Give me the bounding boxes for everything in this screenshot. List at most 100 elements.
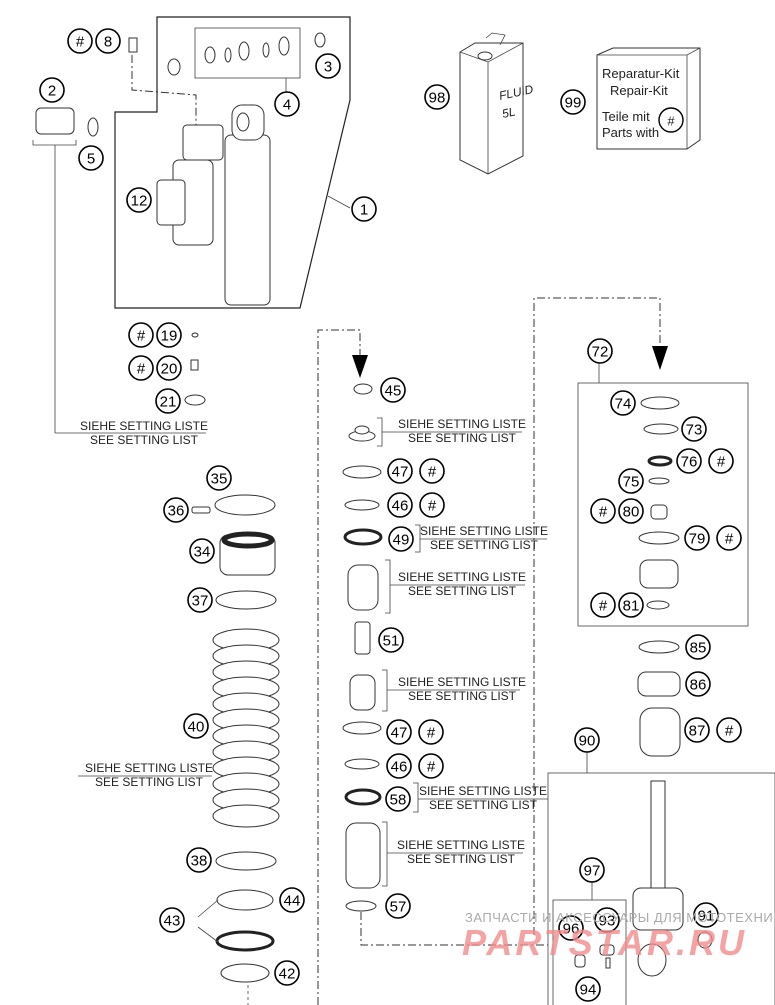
assembly-72-frame xyxy=(577,382,749,627)
leader-1 xyxy=(327,195,351,209)
callout-99: 99 xyxy=(560,89,586,115)
center-column-parts xyxy=(342,383,383,912)
fluid-volume: 5L xyxy=(501,104,517,120)
callout-81: 81 xyxy=(618,592,644,618)
callout-73: 73 xyxy=(681,416,707,442)
arrow-down-right xyxy=(652,346,668,370)
setting-note-en: SEE SETTING LIST xyxy=(95,775,204,789)
svg-text:57: 57 xyxy=(390,899,407,916)
callout-43: 43 xyxy=(159,907,185,933)
svg-text:#: # xyxy=(428,464,437,481)
callout-58: 58 xyxy=(385,786,411,812)
callout-72: 72 xyxy=(587,338,613,364)
leader-43b xyxy=(197,926,219,943)
spring-coil xyxy=(212,804,280,828)
svg-text:36: 36 xyxy=(168,503,185,520)
callout-4: 4 xyxy=(274,91,300,117)
setting-note-en: SEE SETTING LIST xyxy=(430,538,539,552)
callout-40: 40 xyxy=(183,713,209,739)
callout-47b: 47 xyxy=(386,719,412,745)
dash-57 xyxy=(360,912,548,946)
setting-note-en: SEE SETTING LIST xyxy=(407,852,516,866)
svg-text:51: 51 xyxy=(383,633,400,650)
hash-callout-76: # xyxy=(708,448,734,474)
callout-8: 8 xyxy=(95,28,121,54)
callout-85: 85 xyxy=(685,634,711,660)
callout-20: 20 xyxy=(156,355,182,381)
svg-text:21: 21 xyxy=(160,394,177,411)
piston-rod xyxy=(632,780,713,977)
valve-parts xyxy=(574,944,615,969)
callout-47a: 47 xyxy=(387,458,413,484)
callout-38: 38 xyxy=(186,847,212,873)
leader-43a xyxy=(197,899,219,918)
svg-text:2: 2 xyxy=(48,83,56,100)
callout-36: 36 xyxy=(163,497,189,523)
watermark-text: ЗАПЧАСТИ И АКСЕССУАРЫ ДЛЯ МОТОТЕХНИКИ xyxy=(465,910,775,925)
callout-1: 1 xyxy=(351,196,377,222)
hash-callout-87: # xyxy=(716,717,742,743)
svg-text:93: 93 xyxy=(599,913,616,930)
svg-text:49: 49 xyxy=(393,532,410,549)
svg-text:47: 47 xyxy=(391,725,408,742)
callout-76: 76 xyxy=(676,448,702,474)
repair-kit-box: Reparatur-Kit Repair-Kit Teile mit Parts… xyxy=(596,47,701,150)
setting-note-de: SIEHE SETTING LISTE xyxy=(420,524,548,538)
setting-note-en: SEE SETTING LIST xyxy=(408,584,517,598)
svg-text:4: 4 xyxy=(283,97,291,114)
part-19 xyxy=(191,332,199,338)
callout-45: 45 xyxy=(380,377,406,403)
svg-text:35: 35 xyxy=(211,471,228,488)
callout-80: 80 xyxy=(618,498,644,524)
callout-90: 90 xyxy=(574,727,600,753)
svg-text:73: 73 xyxy=(686,422,703,439)
seal-kit-parts xyxy=(167,32,326,76)
part-2-adjuster xyxy=(35,107,99,137)
hash-callout-46b: # xyxy=(418,753,444,779)
callout-86: 86 xyxy=(685,671,711,697)
svg-text:19: 19 xyxy=(161,328,178,345)
svg-text:47: 47 xyxy=(392,464,409,481)
parts-with-en: Parts with xyxy=(602,125,659,140)
callout-12: 12 xyxy=(126,187,152,213)
svg-text:40: 40 xyxy=(188,719,205,736)
svg-text:98: 98 xyxy=(429,90,446,107)
callout-96: 96 xyxy=(558,915,584,941)
svg-text:44: 44 xyxy=(284,893,301,910)
callout-42: 42 xyxy=(274,960,300,986)
kit-hash-symbol: # xyxy=(667,114,675,129)
callouts: 123458#1219#20#213435363738404243444546#… xyxy=(39,28,742,1002)
callout-46a: 46 xyxy=(387,492,413,518)
callout-74: 74 xyxy=(610,390,636,416)
callout-34: 34 xyxy=(189,538,215,564)
svg-text:20: 20 xyxy=(161,361,178,378)
svg-text:74: 74 xyxy=(615,396,632,413)
setting-note-de: SIEHE SETTING LISTE xyxy=(398,417,526,431)
svg-text:76: 76 xyxy=(681,454,698,471)
fluid-can: FLUID 5L xyxy=(459,32,535,175)
center-dash-path xyxy=(317,329,361,1005)
callout-2: 2 xyxy=(39,77,65,103)
setting-note-en: SEE SETTING LIST xyxy=(408,431,517,445)
svg-text:#: # xyxy=(76,34,85,51)
svg-text:80: 80 xyxy=(623,504,640,521)
callout-94: 94 xyxy=(575,976,601,1002)
callout-21: 21 xyxy=(155,388,181,414)
watermark-logo: PARTSTAR.RU xyxy=(462,922,747,963)
left-column-parts xyxy=(191,494,277,983)
callout-97: 97 xyxy=(579,857,605,883)
setting-note-en: SEE SETTING LIST xyxy=(429,798,538,812)
svg-text:97: 97 xyxy=(584,863,601,880)
svg-text:99: 99 xyxy=(565,95,582,112)
spring-40 xyxy=(212,628,280,828)
part-8-screw xyxy=(128,37,138,53)
callout-87: 87 xyxy=(684,717,710,743)
svg-text:#: # xyxy=(428,498,437,515)
svg-text:45: 45 xyxy=(385,383,402,400)
callout-57: 57 xyxy=(385,893,411,919)
repair-kit-de: Reparatur-Kit xyxy=(602,66,680,81)
setting-note-en: SEE SETTING LIST xyxy=(90,433,199,447)
svg-text:43: 43 xyxy=(164,913,181,930)
hash-callout-20: # xyxy=(128,355,154,381)
